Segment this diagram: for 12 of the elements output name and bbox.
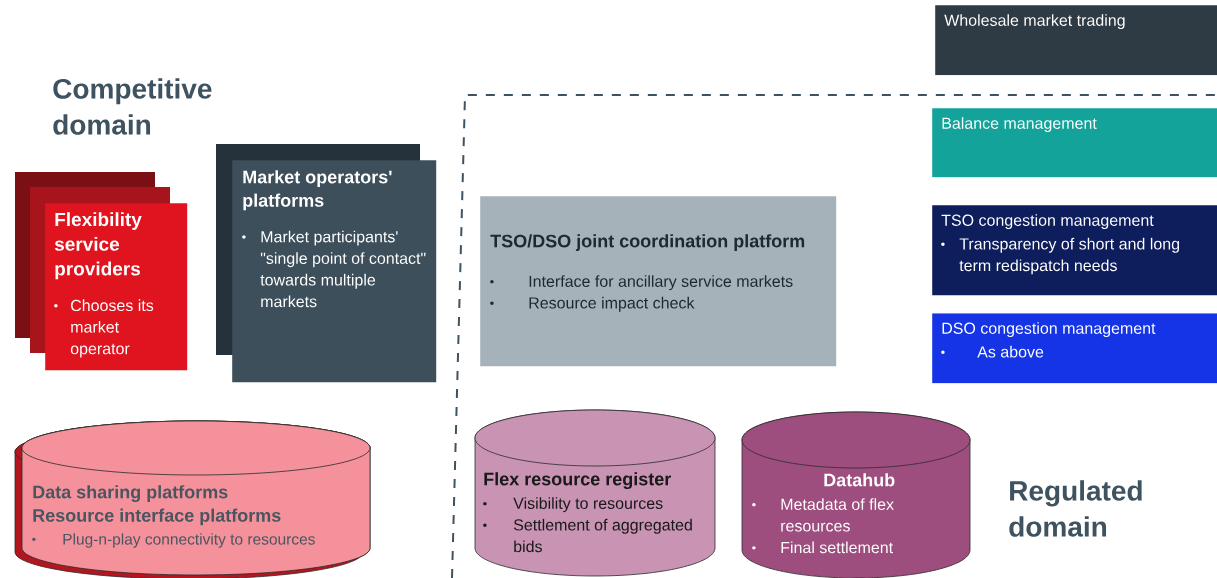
stacked-box: Market operators' platforms Market participants' "single point of contact" towards multiple markets (216, 144, 437, 383)
database-cylinder: Data sharing platforms Resource interface platforms Plug-n-play connectivity to resources (14, 420, 371, 578)
database-cylinder: Datahub Metadata of flex resources Final settlement (741, 411, 971, 578)
text-box: Balance management (932, 108, 1217, 178)
database-cylinder: Flex resource register Visibility to resources Settlement of aggregated bids (474, 409, 716, 577)
domain-label: Competitive domain (53, 78, 212, 135)
stacked-box: Flexibility service providers Chooses its market operator (15, 172, 188, 371)
text-box: TSO/DSO joint coordination platform Interface for ancillary service markets Resource impact check (480, 196, 837, 367)
text-box: TSO congestion management Transparency of short and long term redispatch needs (932, 205, 1217, 296)
text-box: DSO congestion management As above (932, 313, 1217, 384)
text-box: Wholesale market trading (935, 5, 1217, 76)
domain-label: Regulated domain (1009, 480, 1142, 537)
